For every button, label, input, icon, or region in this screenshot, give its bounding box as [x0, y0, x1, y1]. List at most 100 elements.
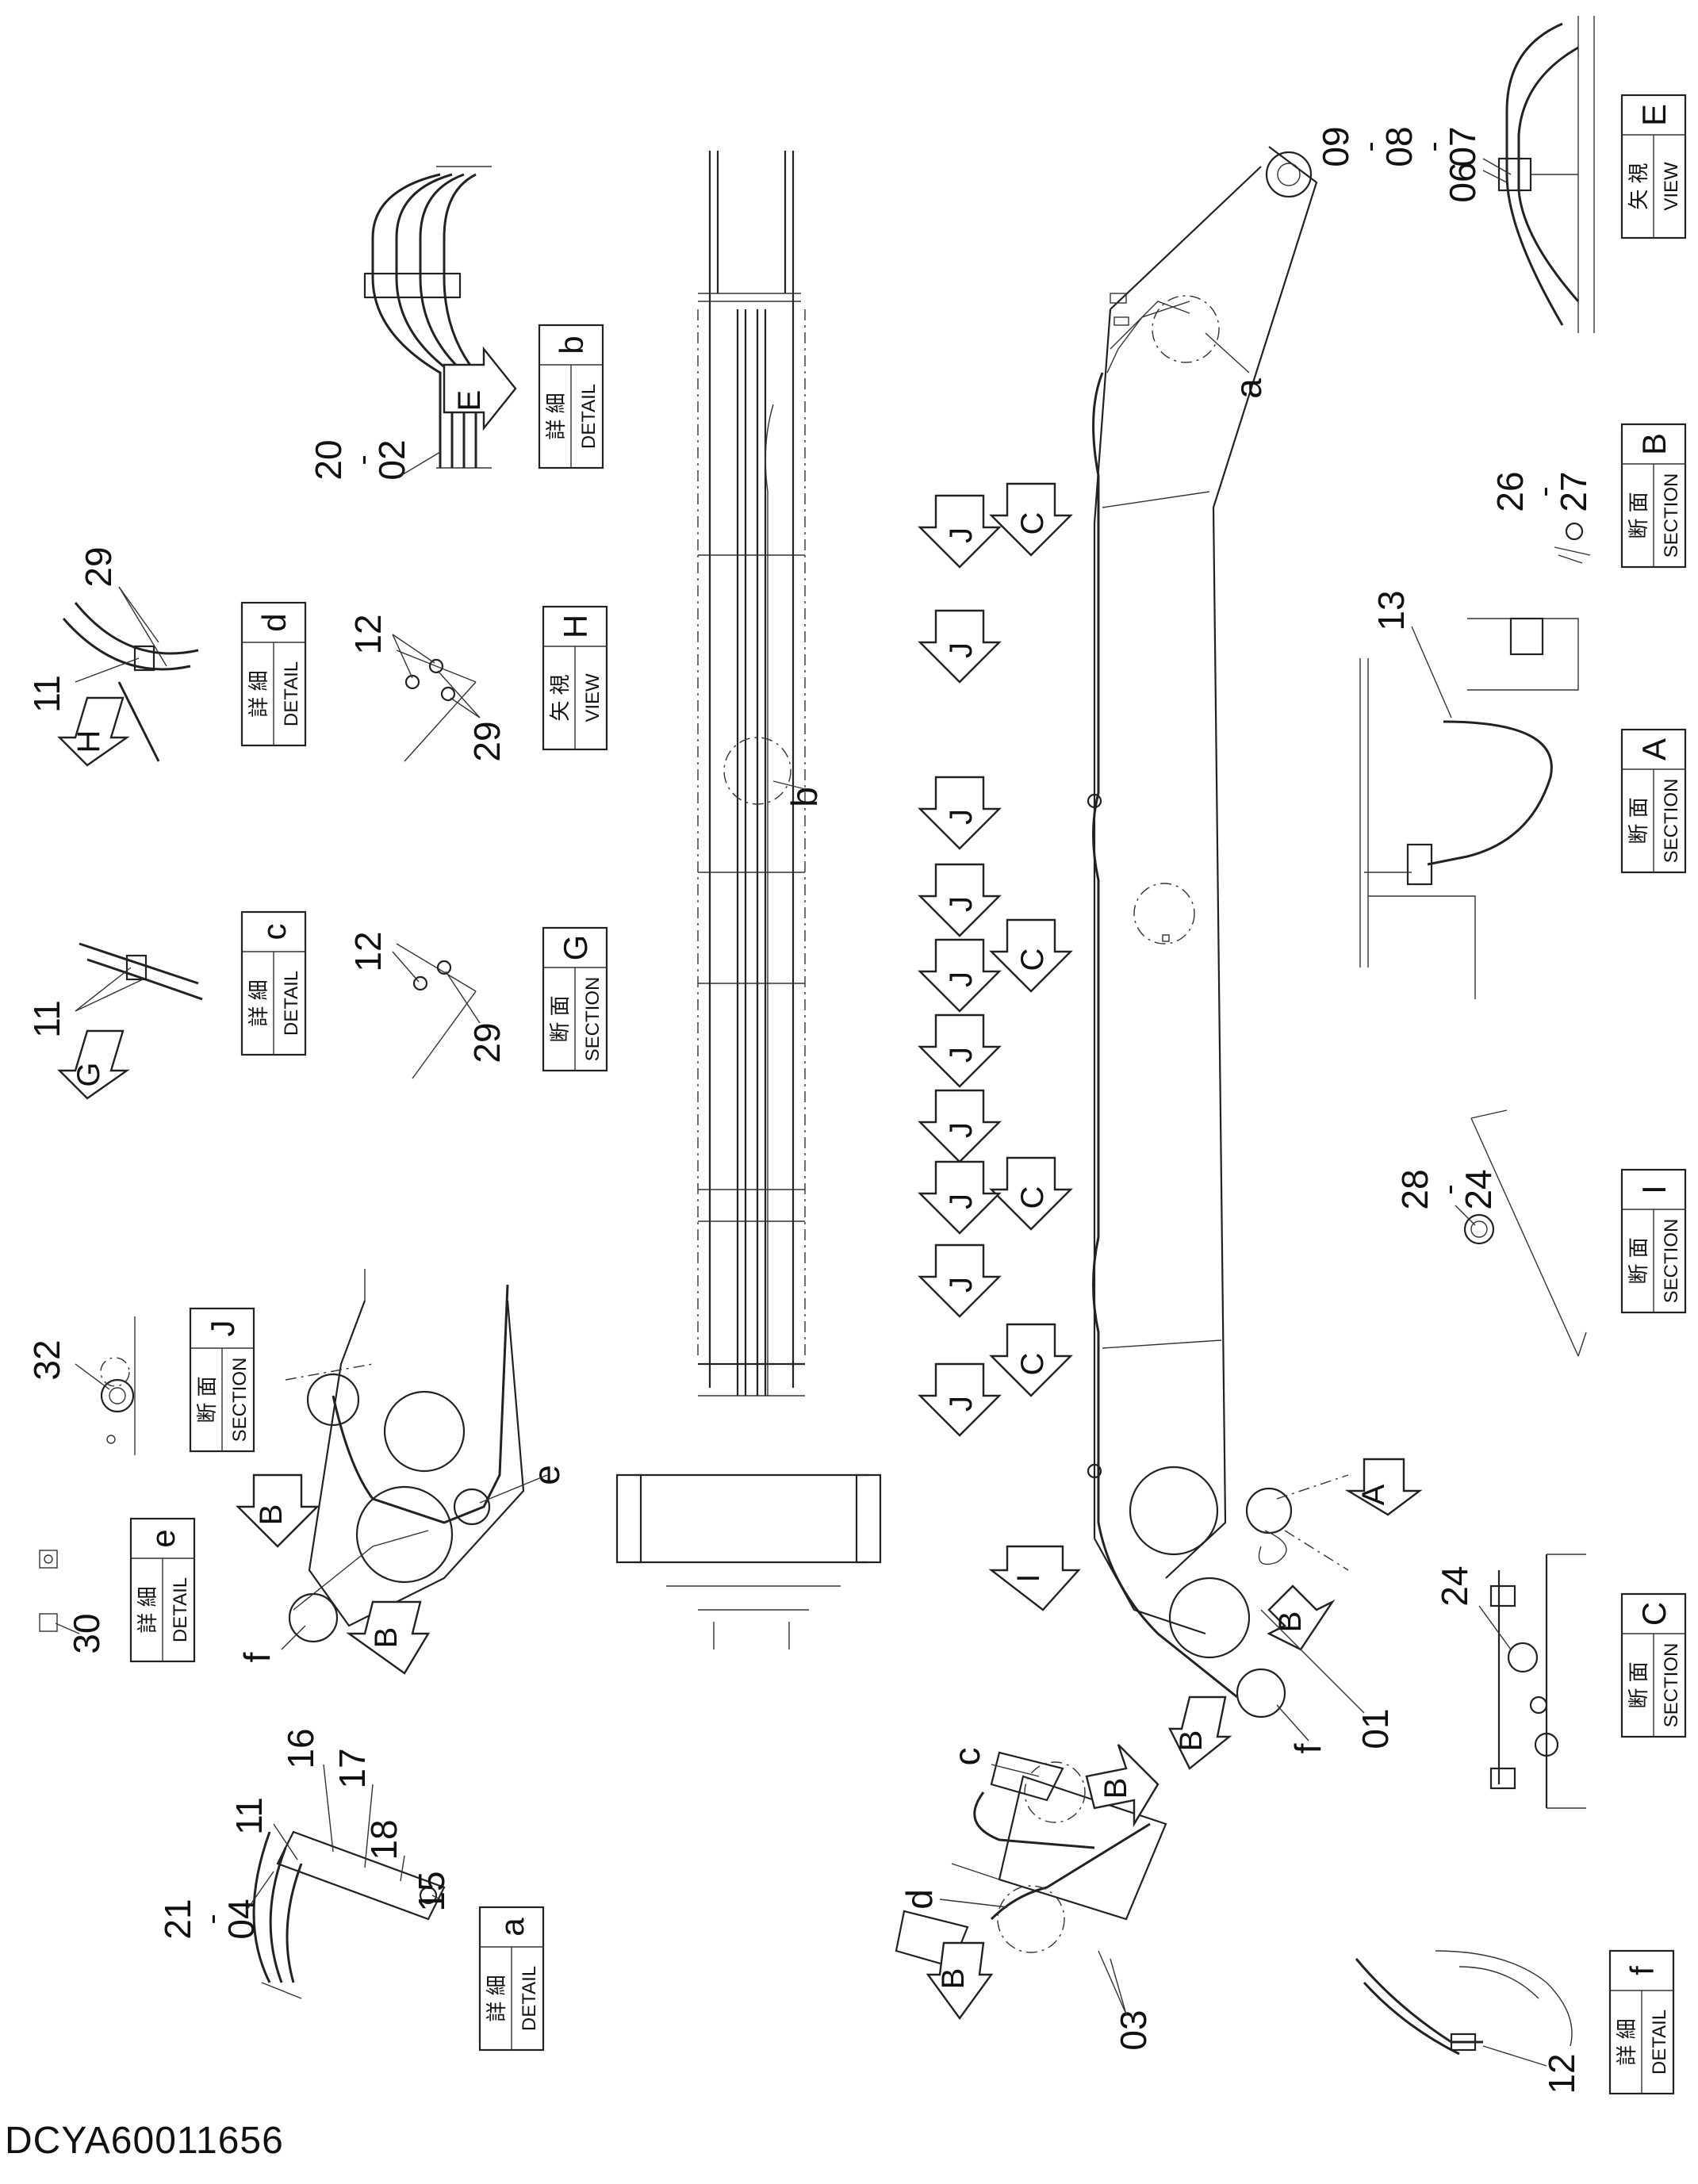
detail-ref-f: f: [1287, 1743, 1328, 1753]
detail-e-drawing: [39, 1550, 58, 1632]
section-arrow-c: [989, 482, 1073, 557]
svg-text:C: C: [1635, 1602, 1673, 1626]
svg-text:詳 細: 詳 細: [247, 979, 270, 1026]
callout-03: 03: [1113, 2010, 1154, 2050]
arrow-letter-j: J: [944, 1047, 979, 1063]
label-box-section-g: 断 面 SECTION G: [542, 926, 608, 1072]
svg-text:21: 21: [157, 1899, 198, 1939]
callout-29: 29: [78, 546, 119, 587]
section-a-drawing: [1359, 617, 1579, 999]
callout-06: 06: [1442, 162, 1483, 202]
svg-text:矢 視: 矢 視: [1627, 163, 1650, 209]
callout-01: 01: [1355, 1708, 1396, 1749]
svg-text:07: 07: [1442, 126, 1483, 167]
label-box-section-c: 断 面 SECTION C: [1620, 1592, 1687, 1738]
section-i-drawing: [1463, 1109, 1587, 1357]
callout-29: 29: [466, 1022, 508, 1063]
arrow-letter-j: J: [944, 642, 979, 658]
arrow-letter-b: B: [1098, 1778, 1133, 1799]
svg-text:-: -: [1432, 1184, 1466, 1194]
arrow-letter-b: B: [936, 1968, 971, 1990]
svg-text:VIEW: VIEW: [582, 673, 604, 722]
svg-text:DETAIL: DETAIL: [281, 661, 302, 726]
label-box-section-j: 断 面 SECTION J: [189, 1307, 255, 1453]
svg-text:08: 08: [1378, 126, 1420, 167]
detail-ref-a: a: [1228, 378, 1269, 399]
callout-28-24: 28 - 24: [1394, 1169, 1499, 1209]
callout-17: 17: [332, 1748, 373, 1788]
section-arrow-c: [989, 918, 1073, 993]
svg-text:c: c: [255, 924, 293, 941]
callout-15: 15: [411, 1871, 452, 1911]
svg-text:断 面: 断 面: [1627, 1237, 1650, 1284]
section-arrow-g: [57, 1029, 130, 1100]
svg-text:26: 26: [1489, 471, 1531, 512]
label-box-detail-a: 詳 細 DETAIL a: [478, 1906, 545, 2052]
svg-text:d: d: [255, 613, 293, 631]
svg-text:断 面: 断 面: [195, 1376, 219, 1423]
svg-text:SECTION: SECTION: [1661, 779, 1682, 864]
arrow-letter-a: A: [1356, 1484, 1391, 1505]
section-b-drawing: [1554, 522, 1591, 564]
part-callouts: 09 - 08 - 07 06 20 - 02 29 11 12 29 11: [26, 126, 1594, 2094]
svg-text:J: J: [204, 1320, 241, 1337]
label-box-section-a: 断 面 SECTION A: [1620, 728, 1687, 874]
callout-12: 12: [347, 614, 389, 654]
arm-linkage-view: [285, 1269, 525, 1643]
section-j-drawing: [100, 1316, 136, 1455]
section-arrow-c: [989, 1323, 1073, 1397]
svg-text:E: E: [1635, 104, 1673, 126]
svg-text:A: A: [1635, 738, 1673, 761]
arrow-letter-c: C: [1015, 1353, 1050, 1376]
label-box-section-i: 断 面 SECTION I: [1620, 1168, 1687, 1314]
arrow-letter-g: G: [71, 1062, 106, 1086]
svg-text:断 面: 断 面: [548, 995, 572, 1042]
svg-text:SECTION: SECTION: [229, 1358, 251, 1443]
svg-text:-: -: [1416, 141, 1451, 151]
callout-30: 30: [66, 1613, 107, 1653]
section-c-drawing: [1489, 1554, 1586, 1809]
callout-32: 32: [26, 1339, 67, 1380]
detail-ref-b: b: [784, 787, 825, 807]
svg-text:G: G: [557, 935, 594, 961]
arrow-letter-j: J: [944, 971, 979, 987]
svg-text:H: H: [557, 615, 594, 638]
arrow-letter-c: C: [1015, 512, 1050, 535]
svg-text:e: e: [144, 1529, 182, 1547]
label-boxes: 詳 細 DETAIL b 矢 視 VIEW E 詳 細 DETAIL d 矢 視…: [129, 94, 1687, 2095]
svg-text:VIEW: VIEW: [1661, 162, 1682, 211]
section-arrow-b: [1085, 1744, 1159, 1828]
label-box-section-b: 断 面 SECTION B: [1620, 423, 1687, 569]
svg-text:28: 28: [1394, 1169, 1435, 1209]
svg-text:20: 20: [308, 439, 349, 480]
section-arrow-i: [988, 1545, 1081, 1611]
detail-f-drawing: [1355, 1950, 1573, 2056]
callout-21-04: 21 - 04: [157, 1899, 262, 1939]
detail-b-drawing: [363, 166, 492, 469]
label-box-view-e: 矢 視 VIEW E: [1620, 94, 1687, 239]
arrow-letter-j: J: [944, 527, 979, 543]
view-e-drawing: [1497, 16, 1595, 333]
svg-text:詳 細: 詳 細: [136, 1586, 159, 1633]
label-box-detail-e: 詳 細 DETAIL e: [129, 1517, 196, 1663]
svg-text:24: 24: [1458, 1169, 1499, 1209]
callout-13: 13: [1370, 590, 1412, 630]
svg-text:DETAIL: DETAIL: [281, 971, 302, 1036]
callout-20-02: 20 - 02: [308, 439, 412, 480]
svg-text:DETAIL: DETAIL: [519, 1966, 540, 2031]
direction-arrows: [57, 346, 1423, 2021]
svg-text:詳 細: 詳 細: [1615, 2018, 1639, 2065]
svg-text:09: 09: [1315, 126, 1356, 167]
svg-text:-: -: [1527, 486, 1562, 496]
arrow-letter-i: I: [1011, 1573, 1046, 1582]
section-arrow-b: [1168, 1695, 1232, 1770]
arrow-letter-b: B: [369, 1627, 404, 1649]
svg-text:SECTION: SECTION: [582, 977, 604, 1062]
callout-24: 24: [1434, 1565, 1475, 1606]
svg-text:SECTION: SECTION: [1661, 1219, 1682, 1304]
callout-18: 18: [363, 1819, 404, 1860]
detail-a-drawing: [252, 1830, 446, 1999]
label-box-view-h: 矢 視 VIEW H: [542, 605, 608, 751]
detail-ref-f: f: [236, 1652, 278, 1662]
